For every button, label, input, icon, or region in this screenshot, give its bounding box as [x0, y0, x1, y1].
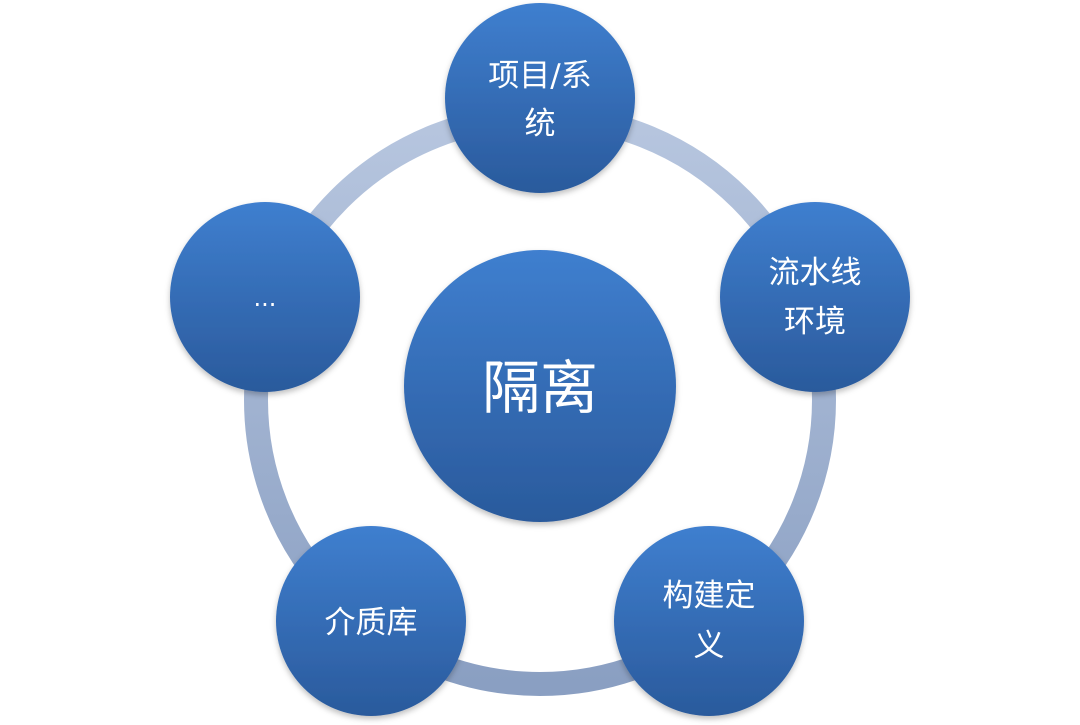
cycle-node-more: ... [170, 202, 360, 392]
cycle-node-circle [614, 526, 804, 716]
cycle-node-label-line-1: 介质库 [325, 605, 418, 641]
cycle-node-circle [445, 3, 635, 193]
cycle-node-circle [720, 202, 910, 392]
cycle-node-circle [276, 526, 466, 716]
cycle-node-build-definition: 构建定 义 [614, 526, 804, 716]
cycle-node-label-line-1: 构建定 [663, 578, 756, 614]
cycle-node-label-line-1: 流水线 [769, 255, 862, 291]
cycle-node-media-library: 介质库 [276, 526, 466, 716]
cycle-node-label-line-2: 义 [694, 628, 725, 664]
center-node-label: 隔离 [482, 354, 598, 422]
cycle-node-label-line-1: 项目/系 [488, 58, 591, 94]
center-node-circle [404, 250, 676, 522]
cycle-node-circle [170, 202, 360, 392]
cycle-node-label-line-2: 环境 [784, 304, 846, 340]
cycle-node-label-line-2: 统 [525, 106, 556, 142]
cycle-node-project-system: 项目/系 统 [445, 3, 635, 193]
cycle-node-pipeline-env: 流水线 环境 [720, 202, 910, 392]
center-node: 隔离 [404, 250, 676, 522]
cycle-node-label-line-1: ... [254, 284, 277, 312]
